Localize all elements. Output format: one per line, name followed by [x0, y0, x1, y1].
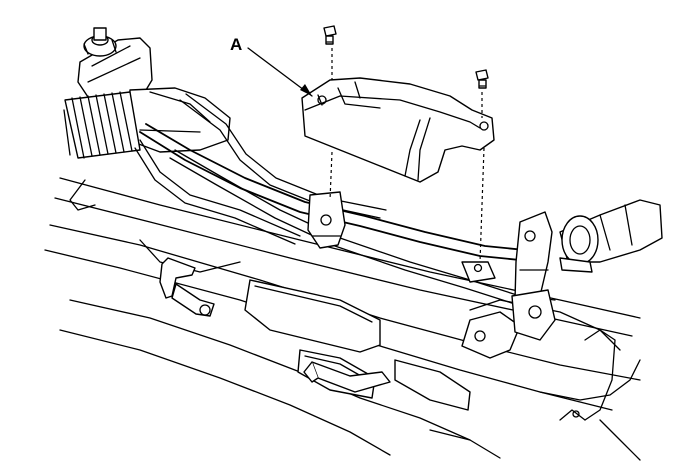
steering-gear-housing [77, 27, 231, 153]
left-mount-bracket [159, 257, 215, 317]
line-clamp-right [461, 211, 556, 359]
right-tie-rod-end [559, 199, 663, 273]
heat-shield [301, 77, 495, 183]
lower-mount-bracket [303, 361, 391, 393]
subframe [44, 177, 641, 461]
line-clamp-left [307, 191, 346, 249]
alignment-lines [329, 48, 485, 263]
callout-a [247, 47, 313, 97]
callout-label-a: A [230, 35, 242, 54]
bolt-upper-right [475, 69, 489, 89]
rack-boot [63, 91, 141, 159]
bolt-upper-left [323, 25, 337, 45]
